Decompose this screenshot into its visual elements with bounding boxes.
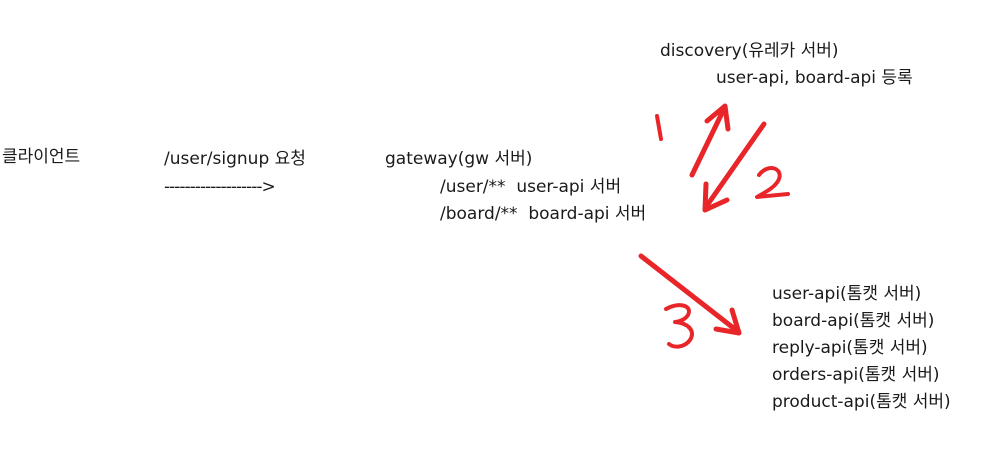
service-reply-api: reply-api(톰캣 서버)	[772, 338, 928, 358]
step-number-1	[655, 114, 663, 141]
service-board-api: board-api(톰캣 서버)	[772, 311, 935, 331]
arrow-step-2-head	[702, 181, 730, 213]
arrow-step-3-head	[713, 307, 742, 336]
discovery-title: discovery(유레카 서버)	[660, 41, 839, 61]
request-path: /user/signup 요청	[164, 149, 306, 169]
arrow-step-1	[689, 110, 725, 178]
arrow-step-2	[705, 121, 767, 207]
step-number-3	[664, 303, 694, 349]
service-product-api: product-api(톰캣 서버)	[772, 392, 951, 412]
service-orders-api: orders-api(톰캣 서버)	[772, 365, 940, 385]
step-number-2	[755, 166, 790, 199]
arrow-step-3	[638, 253, 739, 333]
gateway-title: gateway(gw 서버)	[385, 149, 533, 169]
arrow-step-1-head	[704, 103, 731, 132]
request-arrow: ------------------->	[164, 177, 276, 197]
service-user-api: user-api(톰캣 서버)	[772, 284, 922, 304]
client-label: 클라이언트	[2, 147, 81, 167]
gateway-route-board: /board/** board-api 서버	[440, 204, 647, 224]
gateway-route-user: /user/** user-api 서버	[440, 177, 622, 197]
discovery-registered: user-api, board-api 등록	[716, 68, 913, 88]
